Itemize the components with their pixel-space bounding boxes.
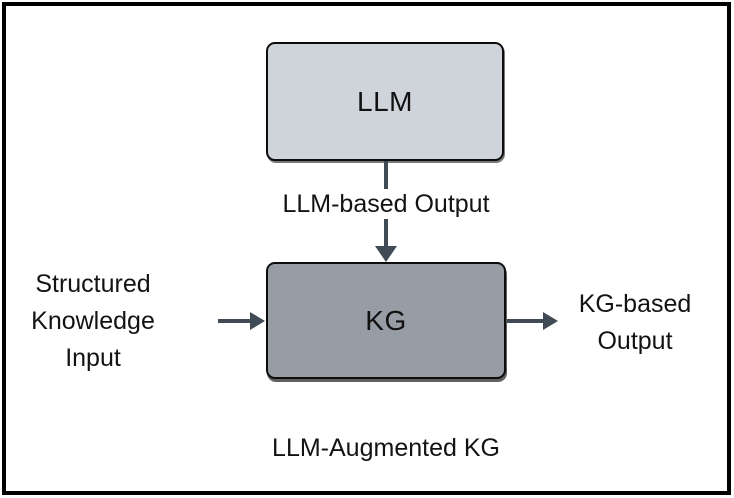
arrow-right-icon — [250, 312, 265, 330]
llm-output-label: LLM-based Output — [246, 189, 526, 219]
arrow-right-icon — [543, 312, 558, 330]
arrow-down-icon — [375, 246, 397, 262]
input-arrow-line — [218, 319, 252, 323]
llm-node: LLM — [266, 42, 504, 161]
kg-output-label: KG-based Output — [578, 290, 692, 355]
llm-node-label: LLM — [357, 85, 413, 117]
kg-node: KG — [266, 262, 506, 379]
structured-knowledge-input-label: Structured Knowledge Input — [31, 270, 155, 372]
diagram-caption: LLM-Augmented KG — [272, 434, 500, 462]
output-arrow-line — [507, 319, 545, 323]
kg-node-label: KG — [365, 304, 407, 336]
